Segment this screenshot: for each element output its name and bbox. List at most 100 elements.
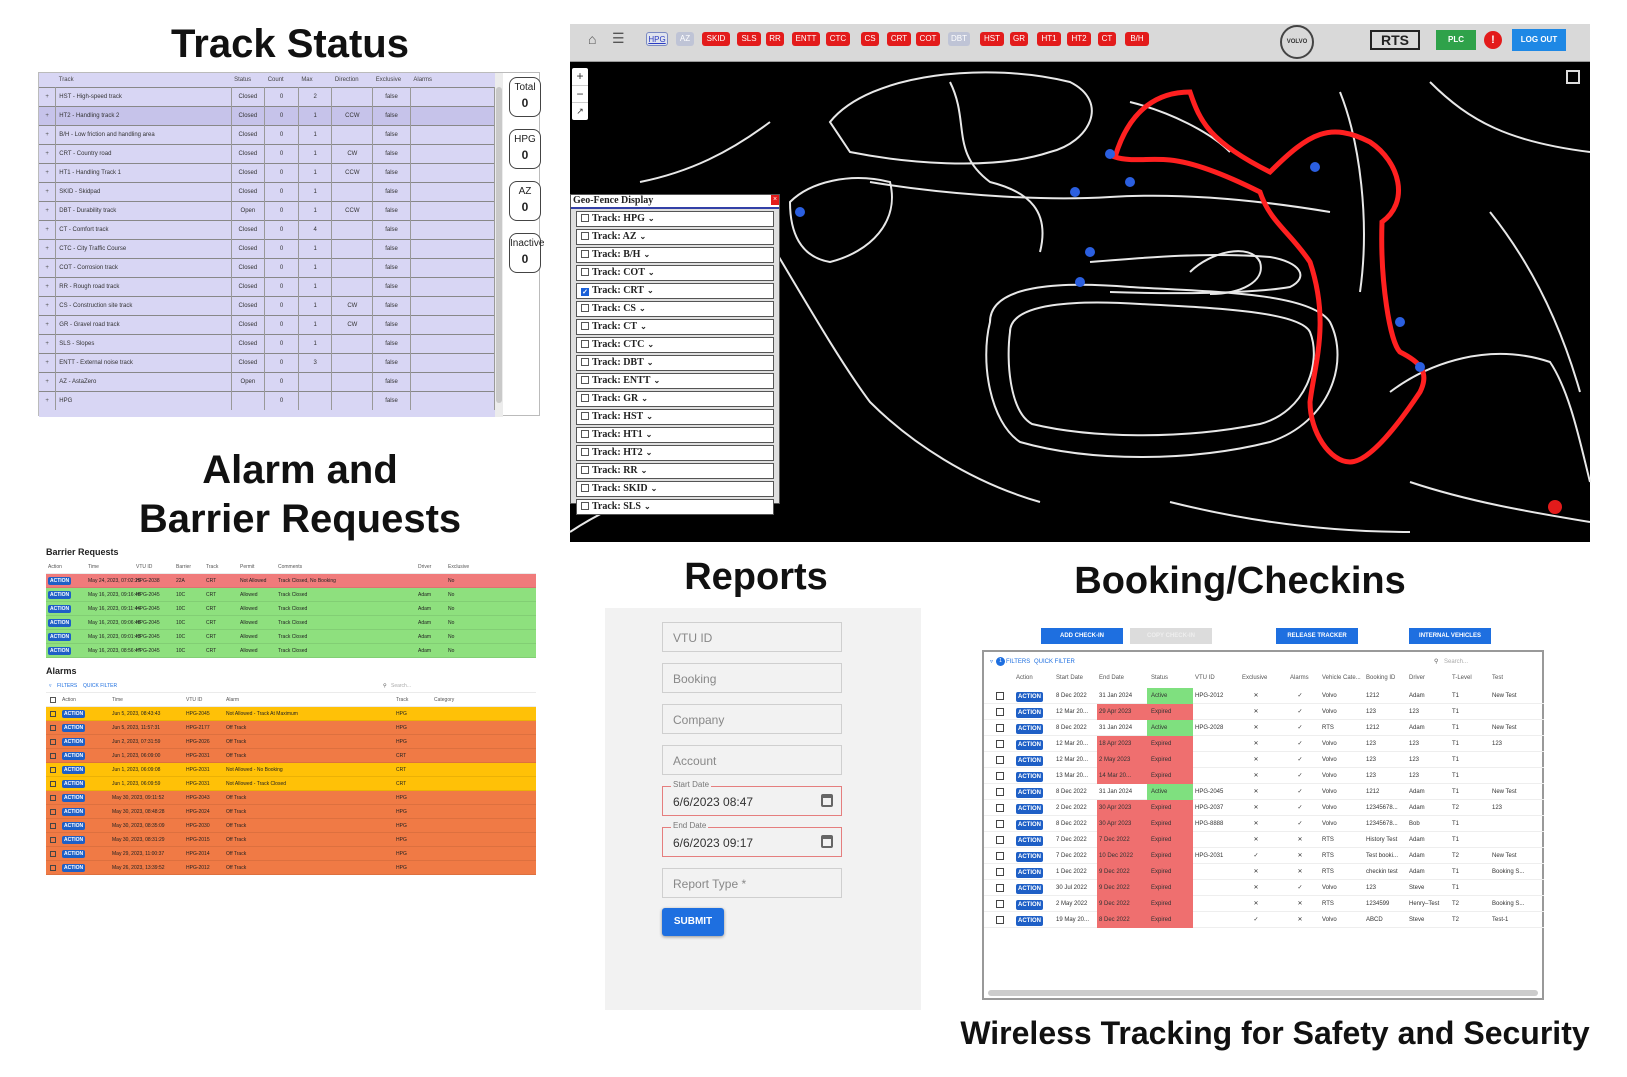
calendar-icon[interactable] — [821, 835, 833, 848]
menu-icon[interactable]: ☰ — [612, 30, 625, 46]
track-button-gr[interactable]: GR — [1010, 32, 1028, 46]
alarms-search-input[interactable]: Search... — [391, 682, 412, 689]
geo-fence-row[interactable]: Track: HST⌄ — [576, 409, 774, 425]
booking-button-0[interactable]: ADD CHECK-IN — [1041, 628, 1123, 644]
zoom-out-button[interactable]: − — [572, 85, 588, 102]
geo-checkbox[interactable] — [581, 322, 589, 330]
geo-fence-row[interactable]: Track: B/H⌄ — [576, 247, 774, 263]
action-button[interactable]: ACTION — [1016, 884, 1043, 894]
action-button[interactable]: ACTION — [1016, 708, 1043, 718]
action-button[interactable]: ACTION — [1016, 900, 1043, 910]
action-button[interactable]: ACTION — [62, 835, 86, 844]
action-button[interactable]: ACTION — [1016, 820, 1043, 830]
chevron-down-icon[interactable]: ⌄ — [640, 322, 647, 331]
geo-fence-row[interactable]: Track: DBT⌄ — [576, 355, 774, 371]
chevron-down-icon[interactable]: ⌄ — [647, 268, 655, 277]
geo-checkbox[interactable] — [581, 358, 589, 366]
geo-fence-row[interactable]: Track: ENTT⌄ — [576, 373, 774, 389]
chevron-down-icon[interactable]: ⌄ — [647, 214, 655, 223]
row-checkbox[interactable] — [50, 710, 56, 717]
barrier-column-header[interactable]: VTU ID — [136, 563, 153, 570]
barrier-column-header[interactable]: Barrier — [176, 563, 192, 570]
chevron-down-icon[interactable]: ⌄ — [641, 394, 648, 403]
row-checkbox[interactable] — [50, 822, 56, 829]
track-button-ht2[interactable]: HT2 — [1067, 32, 1091, 46]
expand-icon[interactable]: + — [39, 219, 57, 239]
geo-checkbox[interactable] — [581, 376, 589, 384]
barrier-column-header[interactable]: Exclusive — [448, 563, 470, 570]
end-date-input[interactable]: End Date 6/6/2023 09:17 — [662, 821, 842, 857]
chevron-down-icon[interactable]: ⌄ — [647, 340, 655, 349]
track-table-scrollbar[interactable] — [495, 73, 503, 417]
geo-fence-row[interactable]: Track: CT⌄ — [576, 319, 774, 335]
expand-icon[interactable]: + — [39, 105, 57, 125]
action-button[interactable]: ACTION — [62, 807, 86, 816]
row-checkbox[interactable] — [50, 780, 56, 787]
geo-checkbox[interactable] — [581, 466, 589, 474]
track-button-sls[interactable]: SLS — [737, 32, 761, 46]
action-button[interactable]: ACTION — [62, 737, 86, 746]
action-button[interactable]: ACTION — [62, 849, 86, 858]
track-button-dbt[interactable]: DBT — [948, 32, 970, 46]
action-button[interactable]: ACTION — [62, 821, 86, 830]
chevron-down-icon[interactable]: ⌄ — [643, 250, 651, 259]
report-type-select[interactable]: Report Type * — [662, 868, 842, 898]
action-button[interactable]: ACTION — [1016, 916, 1043, 926]
select-all-checkbox[interactable] — [50, 696, 56, 703]
booking-button-1[interactable]: COPY CHECK-IN — [1130, 628, 1212, 644]
track-button-az[interactable]: AZ — [676, 32, 694, 46]
alert-icon[interactable]: ! — [1484, 31, 1502, 49]
track-button-ht1[interactable]: HT1 — [1037, 32, 1061, 46]
filter-icon[interactable]: ▿ — [49, 682, 52, 689]
compass-icon[interactable]: ↗ — [572, 102, 588, 119]
track-button-hst[interactable]: HST — [980, 32, 1004, 46]
geo-fence-row[interactable]: Track: SKID⌄ — [576, 481, 774, 497]
booking-input[interactable]: Booking — [662, 663, 842, 693]
row-checkbox[interactable] — [996, 692, 1004, 700]
chevron-down-icon[interactable]: ⌄ — [645, 448, 653, 457]
home-icon[interactable]: ⌂ — [588, 31, 597, 47]
submit-button[interactable]: SUBMIT — [662, 908, 724, 936]
geo-checkbox[interactable] — [581, 430, 589, 438]
track-button-bh[interactable]: B/H — [1125, 32, 1149, 46]
expand-icon[interactable]: + — [39, 86, 57, 106]
geo-checkbox[interactable] — [581, 250, 589, 258]
row-checkbox[interactable] — [50, 766, 56, 773]
row-checkbox[interactable] — [50, 752, 56, 759]
expand-icon[interactable]: + — [39, 371, 57, 391]
action-button[interactable]: ACTION — [1016, 788, 1043, 798]
row-checkbox[interactable] — [996, 740, 1004, 748]
track-button-ctc[interactable]: CTC — [826, 32, 850, 46]
row-checkbox[interactable] — [996, 868, 1004, 876]
row-checkbox[interactable] — [996, 804, 1004, 812]
booking-column-header[interactable]: Alarms — [1290, 675, 1309, 681]
expand-icon[interactable]: + — [39, 162, 57, 182]
expand-icon[interactable]: + — [39, 200, 57, 220]
chevron-down-icon[interactable]: ⌄ — [640, 466, 648, 475]
booking-column-header[interactable]: Booking ID — [1366, 675, 1396, 681]
chevron-down-icon[interactable]: ⌄ — [646, 412, 653, 421]
